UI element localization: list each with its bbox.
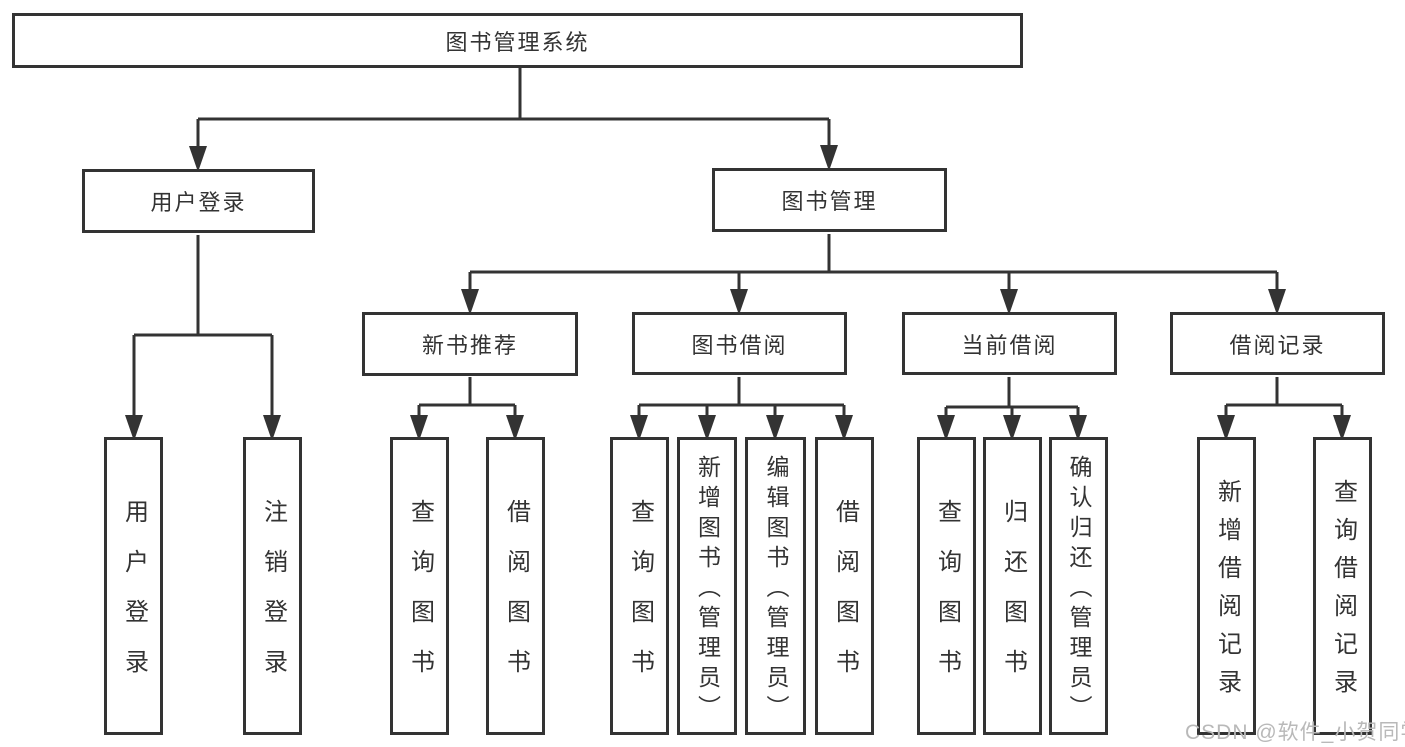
node-book-management: 图书管理 [712, 168, 947, 232]
leaf-label: 用户登录 [120, 499, 148, 699]
csdn-watermark: CSDN @软件_小贺同学 [1185, 721, 1405, 744]
leaf-query-borrow-record: 查询借阅记录 [1313, 437, 1372, 735]
leaf-confirm-return-admin: 确认归还（管理员） [1049, 437, 1108, 735]
leaf-label: 注销登录 [259, 499, 287, 699]
leaf-label: 借阅图书 [831, 499, 859, 699]
leaf-add-borrow-record: 新增借阅记录 [1197, 437, 1256, 735]
leaf-label: 确认归还（管理员） [1066, 454, 1092, 725]
leaf-query-books-current: 查询图书 [917, 437, 976, 735]
leaf-query-books-borrowing: 查询图书 [610, 437, 669, 735]
leaf-borrow-books: 借阅图书 [815, 437, 874, 735]
leaf-label: 新增借阅记录 [1213, 479, 1241, 707]
leaf-edit-books-admin: 编辑图书（管理员） [745, 437, 806, 735]
node-current-borrowing: 当前借阅 [902, 312, 1117, 375]
leaf-add-books-admin: 新增图书（管理员） [677, 437, 737, 735]
leaf-return-books: 归还图书 [983, 437, 1042, 735]
connector-borrowing-records-to-leaves [1224, 377, 1344, 433]
connector-current-borrowing-to-leaves [944, 377, 1080, 433]
node-root-library-system: 图书管理系统 [12, 13, 1023, 68]
node-new-book-recommendation: 新书推荐 [362, 312, 578, 376]
leaf-label: 查询借阅记录 [1329, 479, 1357, 707]
leaf-logout: 注销登录 [243, 437, 302, 735]
leaf-label: 编辑图书（管理员） [763, 454, 789, 725]
leaf-label: 查询图书 [933, 499, 961, 699]
leaf-label: 查询图书 [626, 499, 654, 699]
leaf-query-books-recommend: 查询图书 [390, 437, 449, 735]
connector-book-borrowing-to-leaves [637, 377, 846, 433]
connector-user-login-to-leaves [132, 235, 274, 433]
leaf-label: 归还图书 [999, 499, 1027, 699]
node-user-login: 用户登录 [82, 169, 315, 233]
connector-new-book-recommendation-to-leaves [417, 377, 517, 433]
connector-book-management-to-level3 [468, 234, 1279, 308]
leaf-label: 借阅图书 [502, 499, 530, 699]
node-book-borrowing: 图书借阅 [632, 312, 847, 375]
leaf-user-login: 用户登录 [104, 437, 163, 735]
leaf-borrow-books-recommend: 借阅图书 [486, 437, 545, 735]
leaf-label: 新增图书（管理员） [694, 454, 721, 725]
connector-root-to-level2 [196, 68, 831, 165]
leaf-label: 查询图书 [406, 499, 434, 699]
node-borrowing-records: 借阅记录 [1170, 312, 1385, 375]
